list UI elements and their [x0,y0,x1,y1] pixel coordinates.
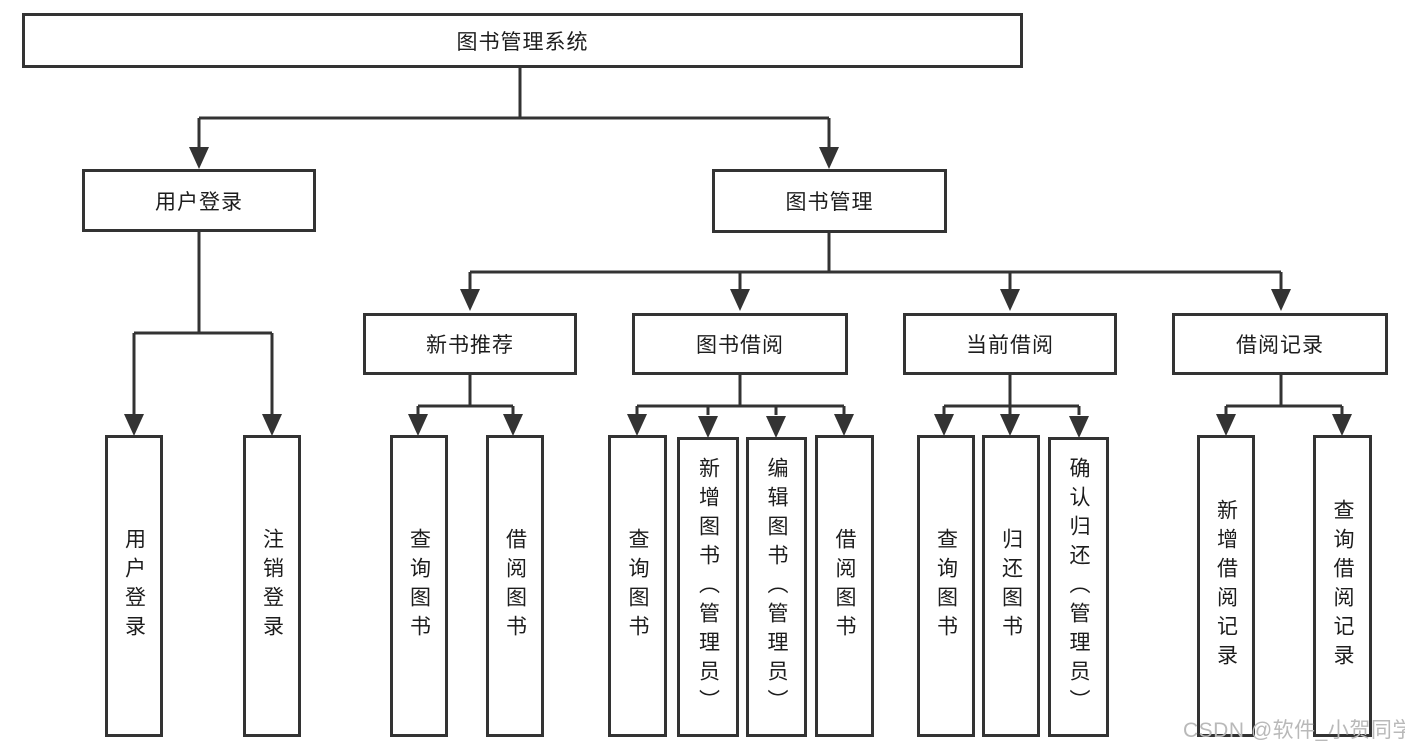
connector-borrow-records-split [1224,375,1344,415]
csdn-watermark: CSDN @软件_小贺同学 [1183,719,1405,742]
leaf-add-borrow-record: 新增借阅记录 [1197,435,1255,737]
node-book-borrow-label: 图书借阅 [696,334,784,357]
arrowhead-query-books-2 [627,414,647,436]
leaf-add-borrow-record-label: 新增借阅记录 [1214,499,1238,673]
leaf-borrow-books-label: 借阅图书 [833,528,857,644]
node-library-system: 图书管理系统 [22,13,1023,68]
arrowhead-query-books-3 [934,414,954,436]
connector-current-borrow-split [942,375,1081,415]
arrowhead-query-borrow-record [1332,414,1352,436]
leaf-user-login: 用户登录 [105,435,163,737]
node-borrow-records: 借阅记录 [1172,313,1388,375]
leaf-return-books-label: 归还图书 [999,528,1023,644]
leaf-borrow-books: 借阅图书 [815,435,874,737]
leaf-edit-books-admin-label: 编辑图书（管理员） [765,456,789,718]
arrowhead-leaf-logout [262,414,282,436]
arrowhead-book-management [819,147,839,169]
arrowhead-confirm-return [1069,416,1089,438]
leaf-edit-books-admin: 编辑图书（管理员） [746,437,807,737]
leaf-query-borrow-record-label: 查询借阅记录 [1331,499,1355,673]
leaf-confirm-return-admin: 确认归还（管理员） [1048,437,1109,737]
leaf-query-books-current: 查询图书 [917,435,975,737]
leaf-user-login-label: 用户登录 [122,528,146,644]
arrowhead-borrow-books-2 [834,414,854,436]
arrowhead-leaf-user-login [124,414,144,436]
node-current-borrow: 当前借阅 [903,313,1117,375]
connector-book-borrow-split [635,375,846,415]
node-new-book-recommend-label: 新书推荐 [426,334,514,357]
node-user-login: 用户登录 [82,169,316,232]
leaf-query-books-new: 查询图书 [390,435,448,737]
node-borrow-records-label: 借阅记录 [1236,334,1324,357]
node-book-borrow: 图书借阅 [632,313,848,375]
leaf-borrow-books-new: 借阅图书 [486,435,544,737]
node-current-borrow-label: 当前借阅 [966,334,1054,357]
leaf-logout: 注销登录 [243,435,301,737]
node-library-system-label: 图书管理系统 [456,30,589,54]
leaf-query-books-current-label: 查询图书 [934,528,958,644]
leaf-query-borrow-record: 查询借阅记录 [1313,435,1372,737]
leaf-logout-label: 注销登录 [260,528,284,644]
arrowhead-edit-books [766,416,786,438]
arrowhead-return-books [1000,414,1020,436]
arrowhead-add-borrow-record [1216,414,1236,436]
node-book-management: 图书管理 [712,169,947,233]
connector-root-split [197,68,831,149]
node-user-login-label: 用户登录 [155,190,243,214]
leaf-add-books-admin-label: 新增图书（管理员） [696,456,720,718]
arrowhead-borrow-books-1 [503,414,523,436]
node-book-management-label: 图书管理 [785,191,874,214]
leaf-return-books: 归还图书 [982,435,1040,737]
leaf-query-books-new-label: 查询图书 [407,528,431,644]
arrowhead-query-books-1 [408,414,428,436]
leaf-query-books-borrow: 查询图书 [608,435,667,737]
leaf-query-books-borrow-label: 查询图书 [626,528,650,644]
node-new-book-recommend: 新书推荐 [363,313,577,375]
connector-book-management-split [468,233,1283,291]
connector-user-login-split [132,232,274,415]
leaf-add-books-admin: 新增图书（管理员） [677,437,739,737]
arrowhead-borrow-records [1271,289,1291,311]
arrowhead-book-borrow [730,289,750,311]
connector-new-book-split [416,375,515,415]
arrowhead-user-login [189,147,209,169]
arrowhead-add-books [698,416,718,438]
arrowhead-current-borrow [1000,289,1020,311]
arrowhead-new-book-recommend [460,289,480,311]
leaf-borrow-books-new-label: 借阅图书 [503,528,527,644]
leaf-confirm-return-admin-label: 确认归还（管理员） [1067,456,1091,718]
